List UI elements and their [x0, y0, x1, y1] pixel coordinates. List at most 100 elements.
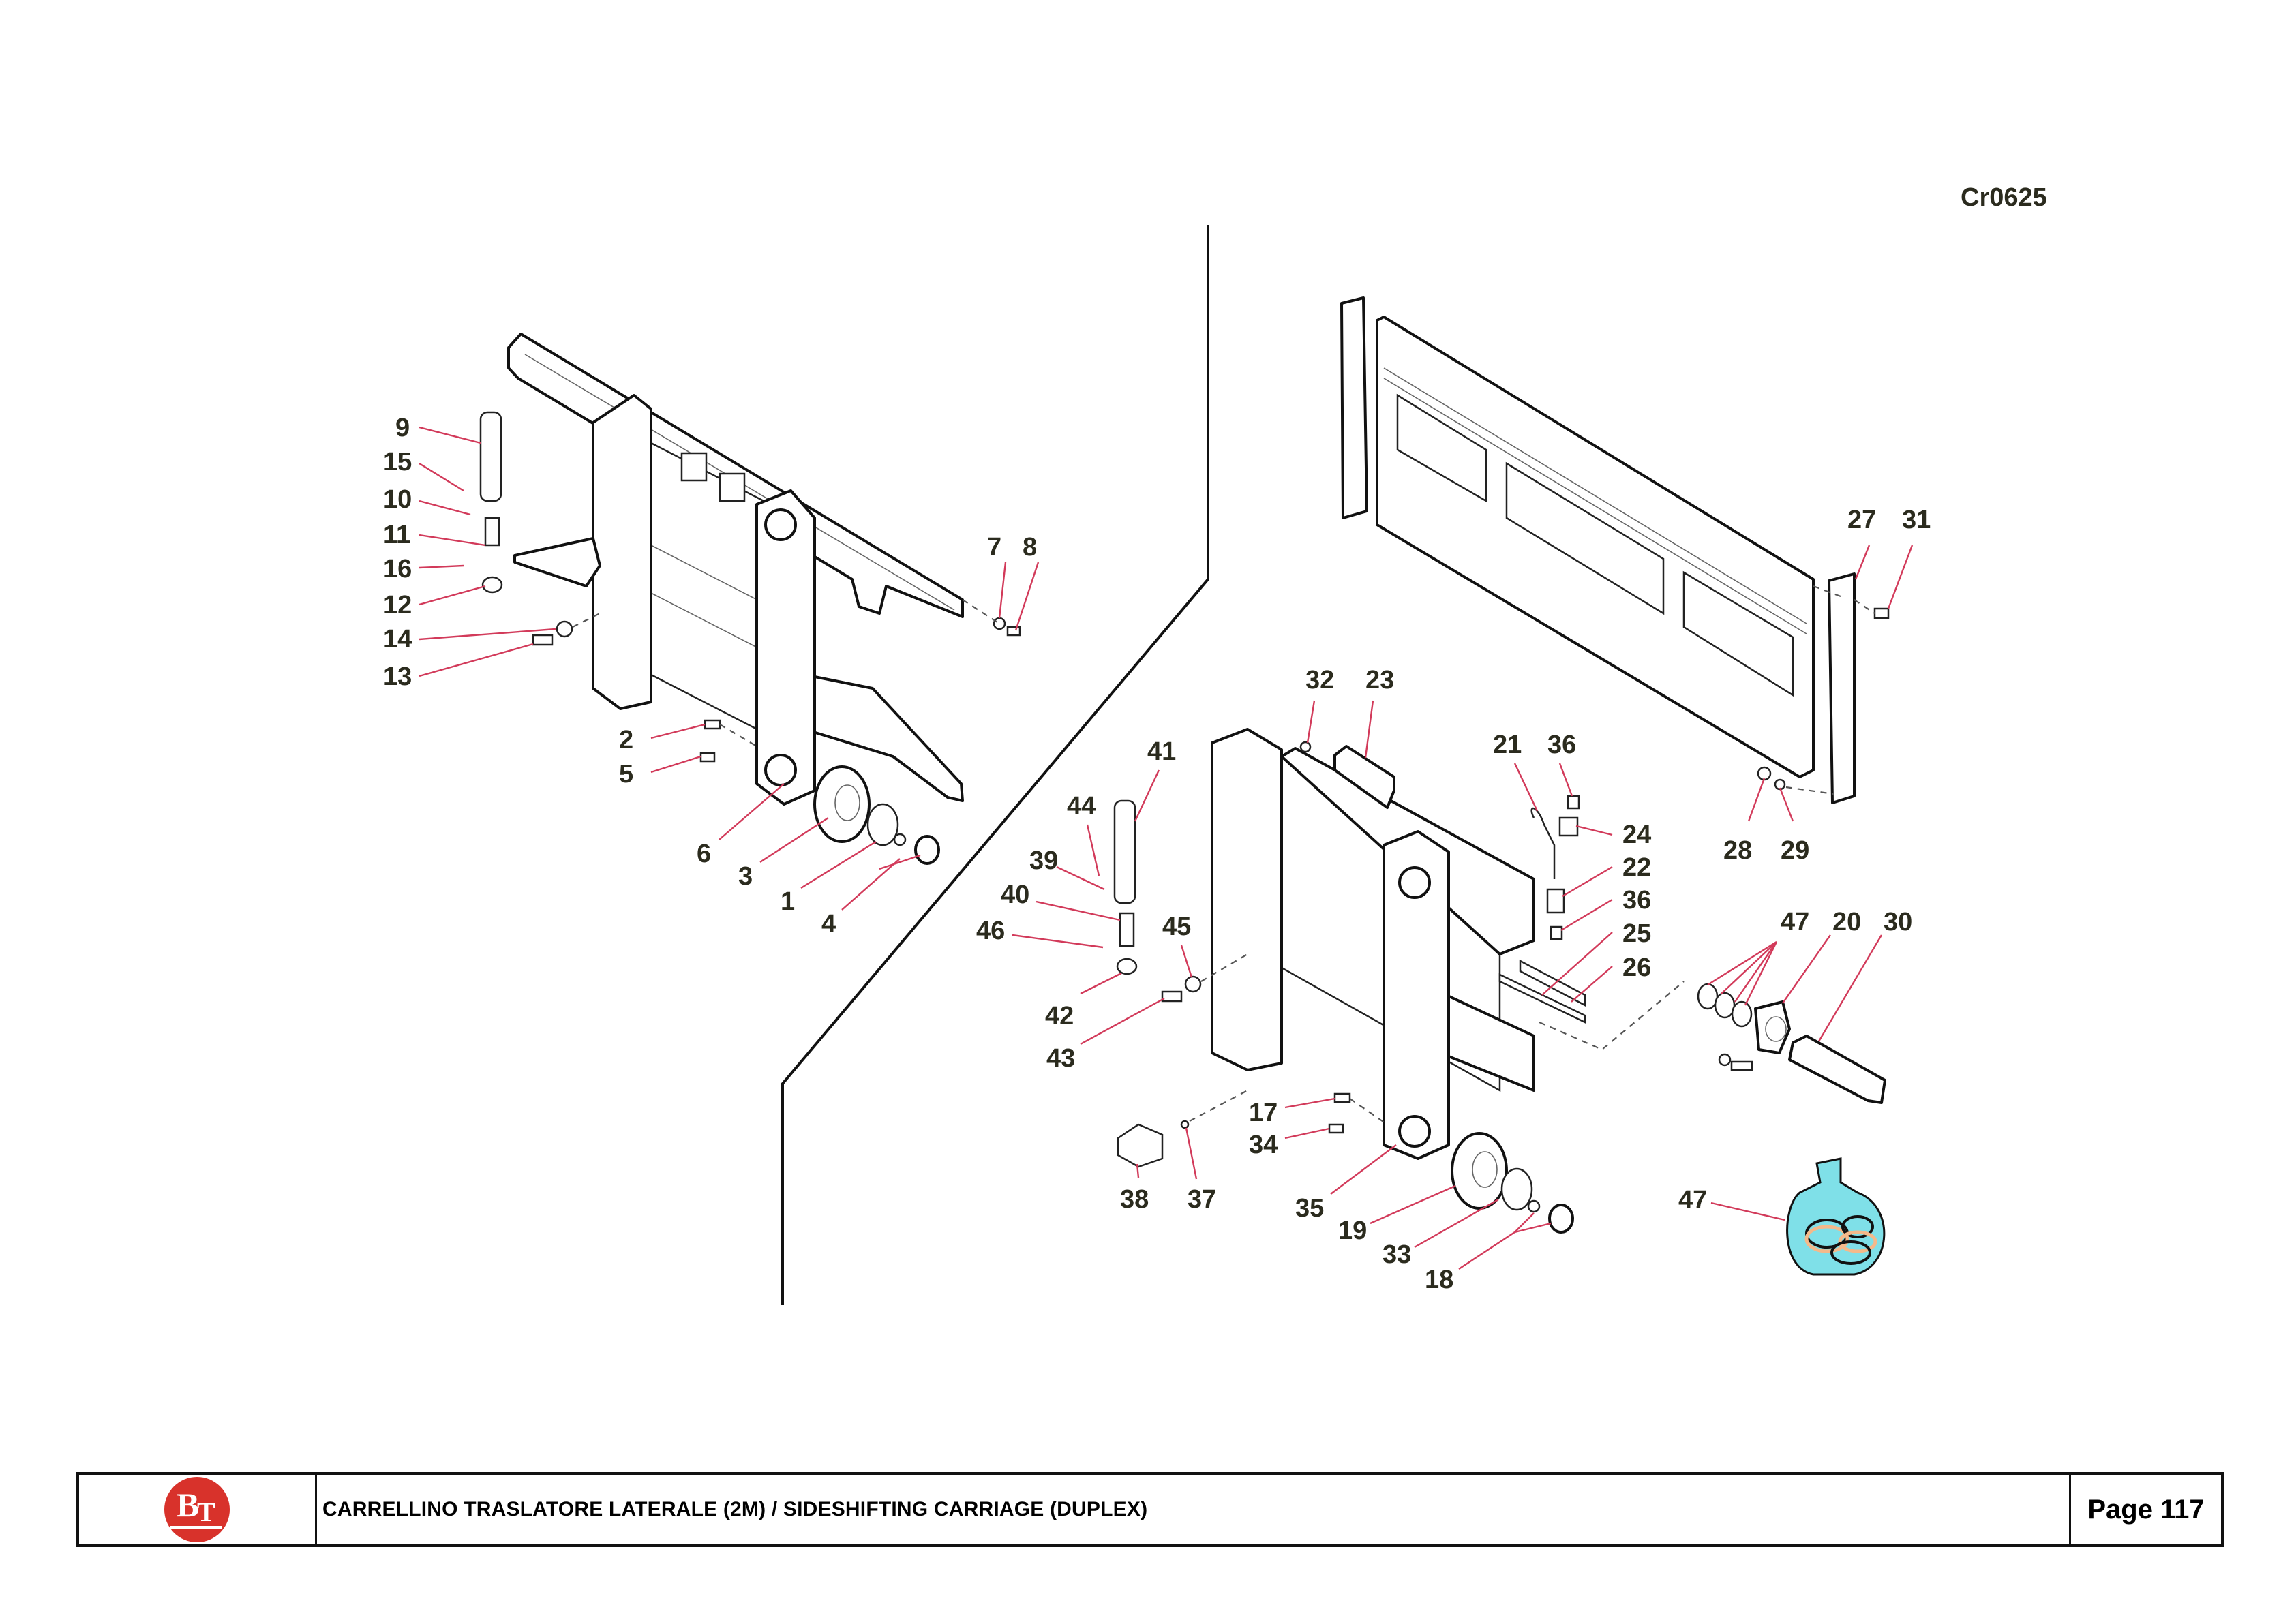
callout-5: 5 — [619, 760, 633, 789]
callout-29: 29 — [1781, 836, 1809, 865]
left-callouts: 9 15 10 11 16 12 14 13 7 8 2 5 6 3 1 4 — [383, 414, 1040, 938]
callout-45: 45 — [1162, 913, 1191, 941]
view-divider — [781, 225, 1209, 1305]
right-wheel — [1451, 1132, 1508, 1210]
callout-31: 31 — [1902, 506, 1931, 534]
callout-10: 10 — [383, 485, 412, 514]
left-grease-nipple-b — [699, 752, 716, 763]
title-block: B T CARRELLINO TRASLATORE LATERALE (2M) … — [76, 1472, 2224, 1547]
screw-37 — [1180, 1120, 1190, 1129]
upper-frame-window-1 — [1396, 393, 1487, 503]
callout-36-bottom: 36 — [1622, 886, 1651, 915]
callout-25: 25 — [1622, 919, 1651, 948]
left-grease-nipple-a — [704, 719, 721, 730]
washer-29 — [1774, 778, 1786, 791]
left-washer-7 — [993, 617, 1006, 630]
housing-bolt — [1730, 1060, 1753, 1071]
housing-washer — [1718, 1053, 1732, 1067]
callout-24: 24 — [1622, 821, 1651, 849]
callout-37: 37 — [1188, 1185, 1216, 1214]
right-chain — [1113, 799, 1136, 904]
left-screw-8 — [1006, 626, 1021, 637]
page-number: Page 117 — [2087, 1494, 2205, 1525]
callout-11: 11 — [383, 521, 410, 549]
callout-14: 14 — [383, 625, 412, 654]
right-washer-45 — [1184, 975, 1202, 993]
hose-21 — [1530, 807, 1556, 879]
strip-25 — [1498, 973, 1586, 1024]
callout-27: 27 — [1847, 506, 1876, 534]
callout-22: 22 — [1622, 853, 1651, 882]
left-carriage-assembly — [479, 333, 1021, 865]
right-bolt-43 — [1161, 990, 1183, 1003]
left-seal-ring — [866, 803, 899, 846]
callout-44: 44 — [1067, 792, 1096, 821]
callout-12: 12 — [383, 591, 412, 619]
left-roller-top — [764, 508, 797, 541]
screw-31 — [1873, 607, 1890, 619]
left-side-plate — [1340, 296, 1368, 519]
seal-47-c — [1731, 1000, 1753, 1028]
callout-3: 3 — [738, 862, 753, 891]
left-wheel — [813, 765, 871, 843]
left-washer — [556, 620, 573, 638]
callout-39: 39 — [1029, 846, 1058, 875]
grease-nipple-17 — [1333, 1092, 1351, 1103]
stop-block-38 — [1117, 1123, 1164, 1168]
callout-43: 43 — [1046, 1044, 1075, 1073]
callout-4: 4 — [821, 910, 836, 938]
drawing-code: Cr0625 — [1961, 183, 2047, 212]
callout-1: 1 — [781, 887, 795, 916]
callout-28: 28 — [1723, 836, 1752, 865]
right-oring — [1527, 1199, 1541, 1213]
right-carriage-assembly — [1113, 296, 1890, 1276]
left-nut — [481, 576, 503, 594]
strip-26 — [1519, 959, 1586, 1007]
callout-32: 32 — [1305, 666, 1334, 694]
callout-23: 23 — [1365, 666, 1394, 694]
right-anchor-pin — [1119, 912, 1135, 947]
callout-42: 42 — [1045, 1002, 1074, 1030]
title-cell: CARRELLINO TRASLATORE LATERALE (2M) / SI… — [317, 1475, 2071, 1544]
rod-30 — [1788, 1035, 1886, 1104]
right-nut — [1116, 958, 1138, 975]
right-roller-top — [1398, 866, 1431, 899]
slide-bar — [1333, 745, 1395, 809]
callout-16: 16 — [383, 555, 412, 583]
document-title: CARRELLINO TRASLATORE LATERALE (2M) / SI… — [322, 1498, 1148, 1520]
callout-34: 34 — [1249, 1131, 1278, 1159]
left-chain — [479, 411, 502, 502]
callout-8: 8 — [1023, 533, 1037, 562]
callout-26: 26 — [1622, 953, 1651, 982]
logo-cell: B T — [79, 1475, 317, 1544]
callout-19: 19 — [1338, 1216, 1367, 1245]
callout-17: 17 — [1249, 1099, 1278, 1127]
logo-underline — [170, 1526, 222, 1529]
right-seal-ring — [1500, 1167, 1533, 1211]
fitting-36-top — [1567, 795, 1580, 810]
plug-32 — [1299, 741, 1312, 753]
fitting-36-bottom — [1550, 925, 1563, 940]
left-upright-2 — [755, 489, 816, 806]
callout-47-top: 47 — [1781, 908, 1809, 936]
callout-41: 41 — [1147, 737, 1176, 766]
callout-18: 18 — [1425, 1266, 1453, 1294]
callout-6: 6 — [697, 840, 711, 868]
callout-47-bag: 47 — [1678, 1186, 1707, 1214]
callout-9: 9 — [395, 414, 410, 442]
left-oring — [893, 833, 907, 846]
callout-21: 21 — [1493, 731, 1522, 759]
tee-24 — [1558, 816, 1579, 837]
right-upright-2 — [1383, 830, 1450, 1160]
left-roller-bottom — [764, 754, 797, 786]
upper-frame-window-3 — [1682, 570, 1794, 697]
right-roller-bottom — [1398, 1115, 1431, 1148]
left-pad-1 — [680, 452, 708, 482]
callout-35: 35 — [1295, 1194, 1324, 1223]
left-lower-arm — [803, 673, 964, 802]
housing-20 — [1754, 1000, 1791, 1054]
logo-letter-t: T — [197, 1497, 215, 1527]
bt-logo: B T — [164, 1477, 230, 1542]
callout-40: 40 — [1001, 881, 1029, 909]
